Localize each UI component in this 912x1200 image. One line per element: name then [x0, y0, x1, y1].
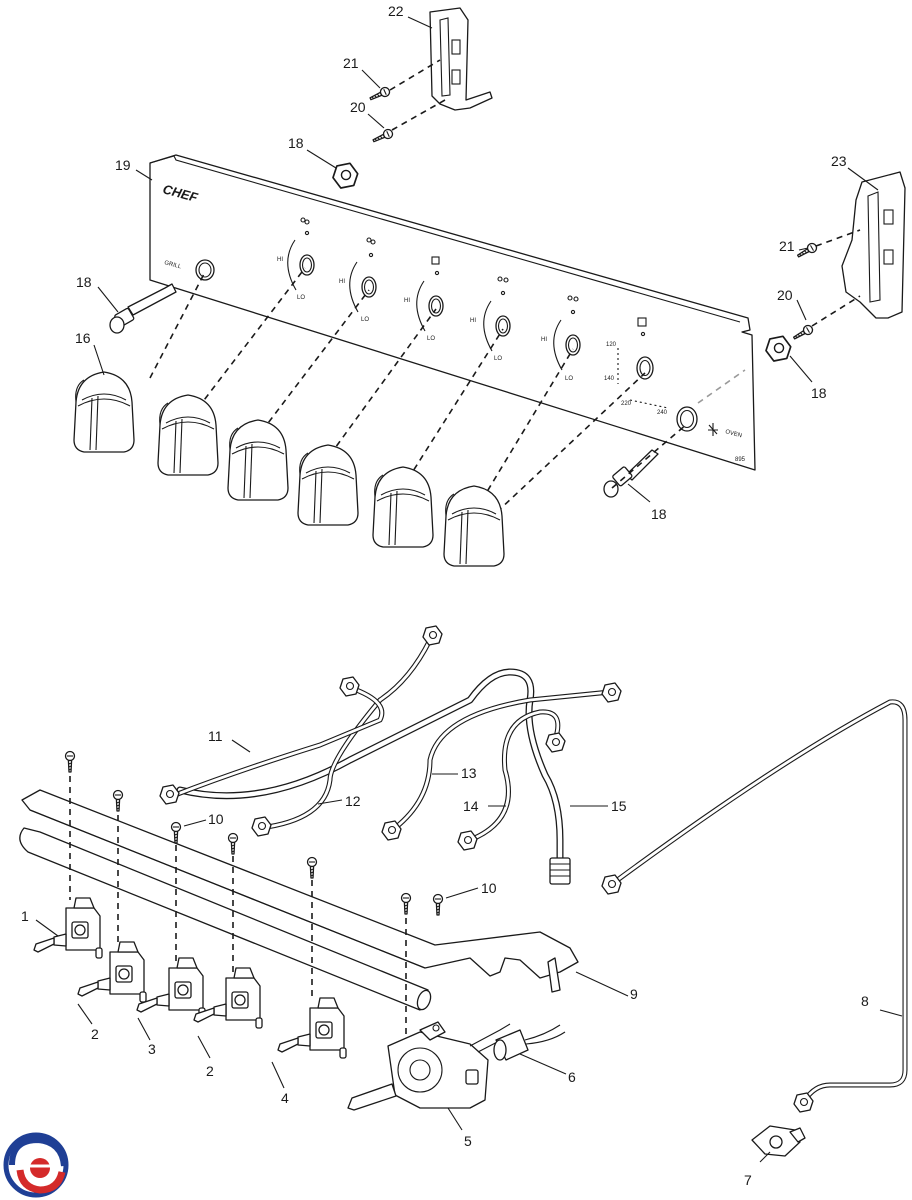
control-hole-3: HI LO	[404, 256, 444, 342]
screw-manifold-4	[227, 832, 239, 855]
callout-11: 11	[208, 728, 223, 744]
valve-4	[277, 997, 347, 1059]
callouts: 22 21 20 18 19 18 16 23 21 20 18 18 11 1…	[21, 3, 903, 1188]
oven-label: OVEN	[724, 429, 742, 439]
manifold-tube	[19, 827, 432, 1011]
svg-text:LO: LO	[361, 317, 369, 323]
screw-manifold-3	[170, 821, 182, 844]
screw-manifold-2	[112, 789, 124, 812]
callout-18: 18	[76, 274, 92, 290]
callout-2: 2	[91, 1026, 99, 1042]
fitting-11-top	[422, 625, 443, 646]
svg-text:HI: HI	[277, 257, 283, 263]
callout-23: 23	[831, 153, 847, 169]
thermostat	[347, 1021, 521, 1111]
callout-10: 10	[208, 811, 224, 827]
nut-18-right	[765, 335, 792, 362]
control-hole-oven: 120 140 220 240	[604, 317, 669, 416]
callout-2: 2	[206, 1063, 214, 1079]
injector-bracket	[751, 1125, 806, 1157]
watermark-logo	[3, 1132, 69, 1198]
knob-oven	[443, 485, 505, 567]
screw-20-right	[791, 323, 815, 343]
fitting-12-end	[251, 816, 272, 837]
valve-3	[136, 957, 206, 1019]
callout-13: 13	[461, 765, 477, 781]
svg-text:240: 240	[657, 410, 668, 416]
tube-15-fitting	[549, 857, 571, 885]
callout-20: 20	[350, 99, 366, 115]
callout-18: 18	[811, 385, 827, 401]
callout-18: 18	[288, 135, 304, 151]
control-panel-fascia: CHEF GRILL OVEN 895 HI LO HI LO HI	[149, 154, 756, 471]
ignition-switch-right	[603, 449, 659, 498]
callout-12: 12	[345, 793, 361, 809]
knob-3	[297, 444, 359, 526]
grill-label: GRILL	[163, 260, 182, 270]
fitting-13-top	[601, 682, 622, 703]
knob-4	[372, 466, 434, 548]
svg-text:120: 120	[606, 342, 617, 348]
callout-9: 9	[630, 986, 638, 1002]
callout-18: 18	[651, 506, 667, 522]
svg-text:LO: LO	[565, 376, 573, 382]
nut-18-top	[332, 162, 359, 189]
control-hole-ignition	[676, 406, 718, 436]
control-hole-1: HI LO	[277, 217, 315, 301]
side-bracket-right	[841, 171, 906, 319]
knob-1	[157, 394, 219, 476]
callout-5: 5	[464, 1133, 472, 1149]
callout-10: 10	[481, 880, 497, 896]
thermocouple-fitting	[493, 1024, 566, 1061]
side-bracket-left	[429, 7, 493, 111]
svg-text:LO: LO	[427, 336, 435, 342]
control-hole-grill	[195, 259, 215, 281]
control-hole-4: HI LO	[470, 276, 511, 362]
svg-text:HI: HI	[541, 337, 547, 343]
callout-21: 21	[779, 238, 795, 254]
fitting-14-top	[545, 732, 566, 753]
svg-text:140: 140	[604, 376, 615, 382]
callout-14: 14	[463, 798, 479, 814]
screw-manifold-6	[400, 892, 412, 915]
callout-1: 1	[21, 908, 29, 924]
knob-grill	[73, 371, 135, 453]
callout-8: 8	[861, 993, 869, 1009]
svg-text:HI: HI	[470, 318, 476, 324]
callout-16: 16	[75, 330, 91, 346]
callout-7: 7	[744, 1172, 752, 1188]
screw-21-top	[367, 85, 392, 104]
callout-4: 4	[281, 1090, 289, 1106]
callout-20: 20	[777, 287, 793, 303]
ignition-switch-left	[109, 283, 177, 334]
screw-manifold-1	[64, 750, 76, 773]
callout-3: 3	[148, 1041, 156, 1057]
screw-manifold-5	[306, 856, 318, 879]
panel-code: 895	[735, 457, 746, 463]
callout-15: 15	[611, 798, 627, 814]
callout-19: 19	[115, 157, 131, 173]
callout-6: 6	[568, 1069, 576, 1085]
callout-21: 21	[343, 55, 359, 71]
knob-2	[227, 419, 289, 501]
valve-2a	[77, 941, 147, 1003]
svg-text:LO: LO	[494, 356, 502, 362]
fitting-14-end	[457, 830, 478, 851]
screw-manifold-7	[432, 893, 444, 916]
svg-text:220: 220	[621, 401, 632, 407]
svg-text:LO: LO	[297, 295, 305, 301]
manifold-rail	[21, 789, 579, 993]
fitting-11-end	[339, 676, 360, 697]
callout-22: 22	[388, 3, 404, 19]
valve-1	[33, 897, 103, 959]
screw-21-right	[795, 241, 819, 261]
valve-2b	[193, 967, 263, 1029]
fitting-tube-end	[159, 784, 180, 805]
svg-text:HI: HI	[339, 279, 345, 285]
control-hole-5: HI LO	[541, 295, 581, 382]
svg-text:HI: HI	[404, 298, 410, 304]
screw-20-top	[370, 127, 395, 146]
